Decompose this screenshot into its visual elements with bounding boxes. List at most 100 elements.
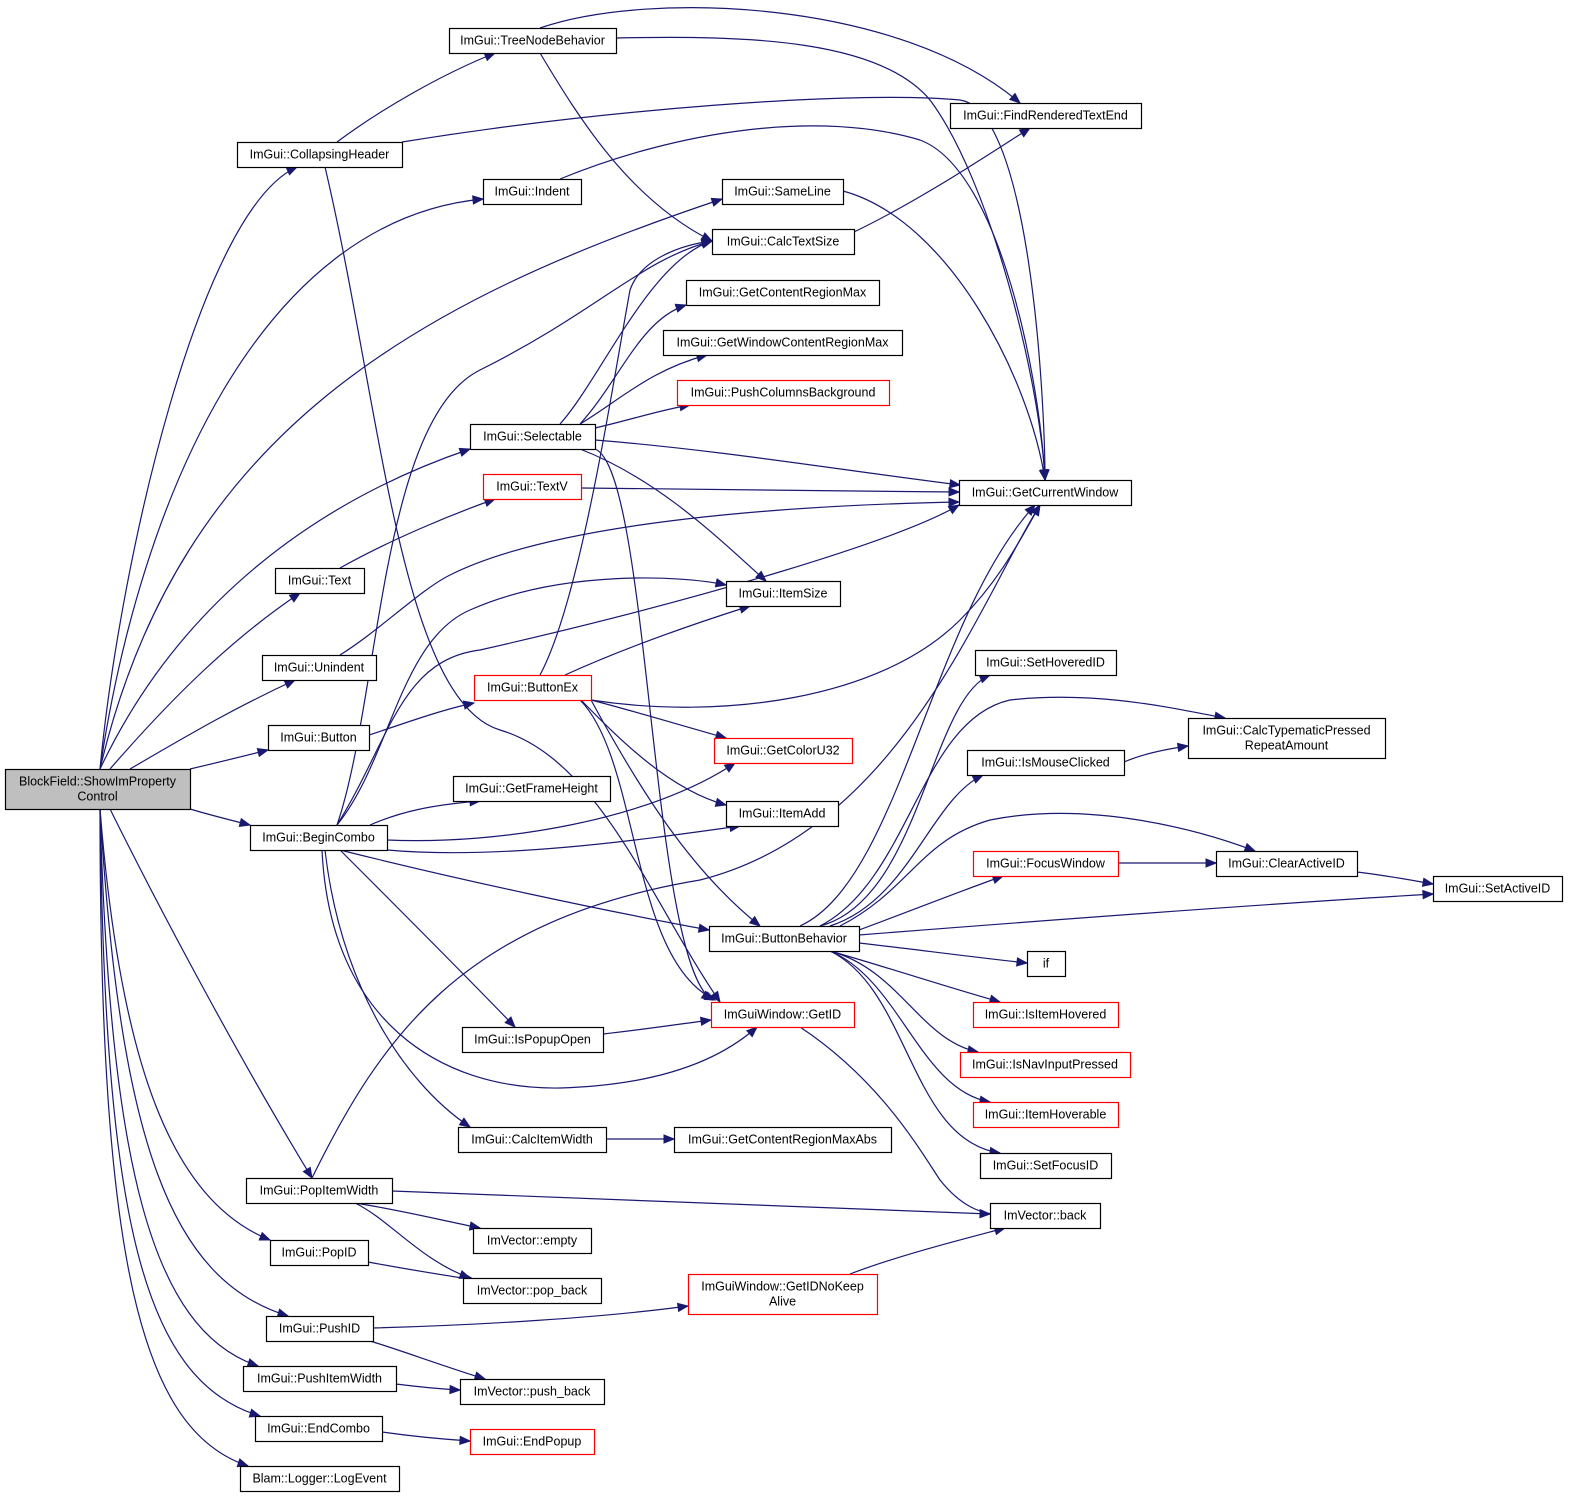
node-calcitemwidth[interactable]: ImGui::CalcItemWidth — [457, 1126, 608, 1154]
edge-line — [590, 699, 727, 739]
node-itemsize[interactable]: ImGui::ItemSize — [725, 580, 842, 608]
node-itemhoverable[interactable]: ImGui::ItemHoverable — [972, 1101, 1120, 1129]
edge-buttonbehavior-to-if — [858, 942, 1029, 967]
node-popid[interactable]: ImGui::PopID — [269, 1239, 370, 1267]
node-popback[interactable]: ImVector::pop_back — [462, 1277, 603, 1305]
node-clearactiveid[interactable]: ImGui::ClearActiveID — [1215, 850, 1359, 878]
arrowhead-icon — [256, 747, 270, 758]
node-indent[interactable]: ImGui::Indent — [482, 178, 583, 206]
node-buttonbehavior[interactable]: ImGui::ButtonBehavior — [708, 925, 861, 953]
node-ispopupopen[interactable]: ImGui::IsPopupOpen — [461, 1026, 605, 1054]
node-unindent[interactable]: ImGui::Unindent — [261, 654, 378, 682]
node-selectable[interactable]: ImGui::Selectable — [469, 423, 597, 451]
edge-line — [564, 605, 751, 676]
edge-buttonbehavior-to-focuswindow — [858, 875, 1005, 931]
edge-layer — [99, 7, 1435, 1468]
arrowhead-icon — [674, 303, 688, 313]
arrowhead-icon — [458, 447, 472, 457]
node-imvectorempty[interactable]: ImVector::empty — [472, 1227, 593, 1255]
edge-line — [559, 125, 1046, 481]
node-box — [242, 1365, 398, 1393]
node-pushid[interactable]: ImGui::PushID — [265, 1315, 375, 1343]
node-text[interactable]: ImGui::Text — [274, 567, 366, 595]
edge-line — [336, 504, 960, 826]
edge-begincombo-to-buttonbehavior — [339, 849, 711, 933]
arrowhead-icon — [947, 504, 961, 515]
edge-buttonex-to-getid — [579, 699, 717, 1001]
node-pushcolumnsbackground[interactable]: ImGui::PushColumnsBackground — [676, 379, 891, 407]
node-logevent[interactable]: Blam::Logger::LogEvent — [239, 1465, 401, 1493]
node-treenodebehavior[interactable]: ImGui::TreeNodeBehavior — [448, 27, 618, 55]
edge-line — [799, 1026, 1006, 1216]
node-buttonex[interactable]: ImGui::ButtonEx — [473, 674, 593, 702]
edge-calcitemwidth-to-getcontentregionmaxabs — [606, 1134, 676, 1144]
edge-line — [339, 501, 960, 656]
arrowhead-icon — [979, 1208, 992, 1219]
node-getcurrentwindow[interactable]: ImGui::GetCurrentWindow — [958, 479, 1133, 507]
arrowhead-icon — [276, 1308, 290, 1318]
edge-line — [615, 36, 1046, 481]
node-getcontentregionmaxabs[interactable]: ImGui::GetContentRegionMaxAbs — [673, 1126, 893, 1154]
edge-root-to-logevent — [99, 808, 250, 1468]
node-itemadd[interactable]: ImGui::ItemAdd — [725, 800, 840, 828]
node-label: ImGui::PushColumnsBackground — [691, 386, 876, 400]
arrowhead-icon — [697, 923, 711, 933]
node-label: ImGui::PopItemWidth — [260, 1184, 379, 1198]
edge-root-to-unindent — [129, 679, 297, 770]
node-pushitemwidth[interactable]: ImGui::PushItemWidth — [242, 1365, 398, 1393]
edge-buttonbehavior-to-sethoveredid — [819, 674, 992, 927]
edge-pushid-to-getidnokeepalive — [372, 1302, 690, 1329]
node-label: ImGui::ItemSize — [739, 587, 828, 601]
node-box — [708, 925, 861, 953]
node-collapsingheader[interactable]: ImGui::CollapsingHeader — [236, 141, 404, 169]
node-imvectorback[interactable]: ImVector::back — [989, 1202, 1102, 1230]
node-label: ImVector::empty — [487, 1234, 578, 1248]
node-label: ImGui::GetColorU32 — [726, 744, 839, 758]
node-if[interactable]: if — [1026, 950, 1067, 978]
node-begincombo[interactable]: ImGui::BeginCombo — [249, 824, 389, 852]
node-focuswindow[interactable]: ImGui::FocusWindow — [972, 850, 1120, 878]
node-setactiveid[interactable]: ImGui::SetActiveID — [1432, 875, 1564, 903]
node-box — [269, 1239, 370, 1267]
arrowhead-icon — [971, 774, 985, 784]
node-sameline[interactable]: ImGui::SameLine — [721, 178, 845, 206]
edge-line — [311, 504, 1041, 1179]
node-pushback[interactable]: ImVector::push_back — [459, 1378, 606, 1406]
node-label: Alive — [769, 1295, 796, 1309]
arrowhead-icon — [663, 1134, 676, 1144]
node-endpopup[interactable]: ImGui::EndPopup — [469, 1428, 596, 1456]
node-label: ImGui::Text — [288, 574, 352, 588]
node-label: ImGui::FocusWindow — [986, 857, 1106, 871]
node-label: ImGui::IsPopupOpen — [474, 1033, 591, 1047]
edge-begincombo-to-getcoloru32 — [386, 762, 737, 842]
edge-root-to-popid — [99, 808, 272, 1241]
arrowhead-icon — [236, 1458, 250, 1468]
node-getframeheight[interactable]: ImGui::GetFrameHeight — [452, 775, 612, 803]
edge-line — [109, 808, 313, 1179]
node-findrenderedtextend[interactable]: ImGui::FindRenderedTextEnd — [949, 102, 1143, 130]
node-getwindowcontentregionmax[interactable]: ImGui::GetWindowContentRegionMax — [662, 329, 904, 357]
node-setfocusid[interactable]: ImGui::SetFocusID — [979, 1152, 1113, 1180]
arrowhead-icon — [472, 195, 485, 205]
edge-line — [594, 439, 961, 486]
node-button[interactable]: ImGui::Button — [267, 724, 371, 752]
node-isitemhovered[interactable]: ImGui::IsItemHovered — [972, 1001, 1120, 1029]
edge-buttonbehavior-to-isitemhovered — [829, 950, 1002, 1004]
edge-line — [580, 487, 960, 493]
node-getcoloru32[interactable]: ImGui::GetColorU32 — [713, 737, 854, 765]
node-box — [245, 1177, 394, 1205]
node-endcombo[interactable]: ImGui::EndCombo — [254, 1415, 384, 1443]
node-box — [452, 775, 612, 803]
node-isnavinputpressed[interactable]: ImGui::IsNavInputPressed — [959, 1051, 1132, 1079]
node-ismouseclicked[interactable]: ImGui::IsMouseClicked — [966, 749, 1126, 777]
node-getcontentregionmax[interactable]: ImGui::GetContentRegionMax — [685, 279, 881, 307]
node-popitemwidth[interactable]: ImGui::PopItemWidth — [245, 1177, 394, 1205]
node-calctextsize[interactable]: ImGui::CalcTextSize — [711, 228, 856, 256]
node-sethoveredid[interactable]: ImGui::SetHoveredID — [974, 649, 1118, 677]
edge-collapsingheader-to-treenodebehavior — [336, 52, 497, 143]
node-textv[interactable]: ImGui::TextV — [482, 473, 583, 501]
node-getid[interactable]: ImGuiWindow::GetID — [710, 1001, 856, 1029]
